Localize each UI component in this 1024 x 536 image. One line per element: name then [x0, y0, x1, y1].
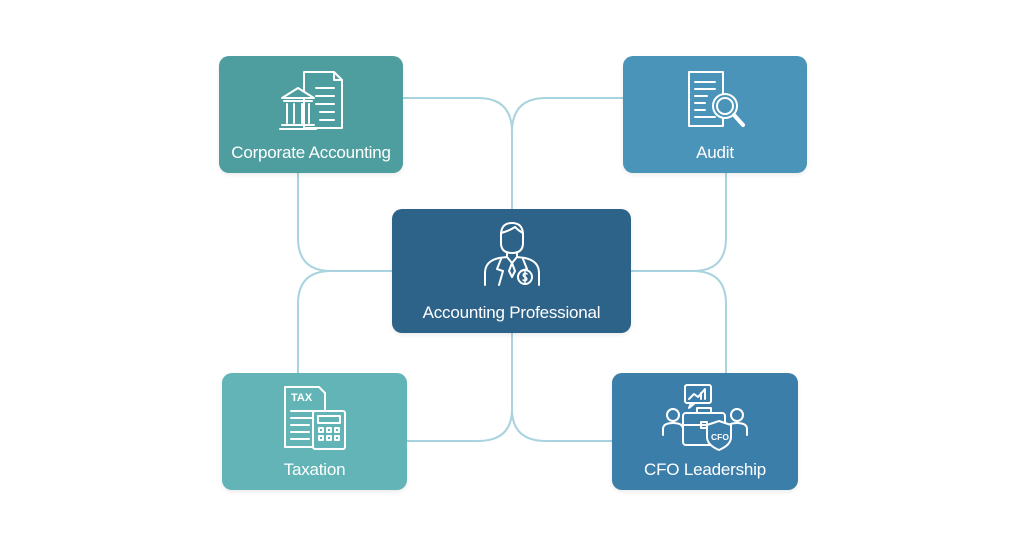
connector-corporate-audit: [403, 97, 623, 133]
connector-right-vertical: [631, 173, 727, 373]
node-label: Audit: [696, 143, 734, 162]
cfo-word: CFO: [711, 432, 729, 442]
document-magnifier-icon: [681, 68, 749, 134]
node-taxation[interactable]: TAX Taxation: [222, 373, 407, 490]
cfo-briefcase-icon: CFO: [659, 383, 751, 453]
tax-calculator-icon: TAX: [279, 385, 351, 451]
node-audit[interactable]: Audit: [623, 56, 807, 173]
connector-left-vertical: [297, 173, 392, 373]
node-corporate-accounting[interactable]: Corporate Accounting: [219, 56, 403, 173]
node-cfo-leadership[interactable]: CFO CFO Leadership: [612, 373, 798, 490]
node-label: Accounting Professional: [422, 303, 601, 322]
tax-word: TAX: [291, 392, 313, 404]
connector-taxation-cfo: [407, 408, 612, 442]
node-label: Corporate Accounting: [231, 143, 391, 162]
bank-document-icon: [276, 68, 346, 134]
node-label: Taxation: [283, 460, 346, 479]
professional-person-icon: [479, 219, 545, 289]
node-label: CFO Leadership: [644, 460, 766, 479]
node-accounting-professional[interactable]: Accounting Professional: [392, 209, 631, 333]
